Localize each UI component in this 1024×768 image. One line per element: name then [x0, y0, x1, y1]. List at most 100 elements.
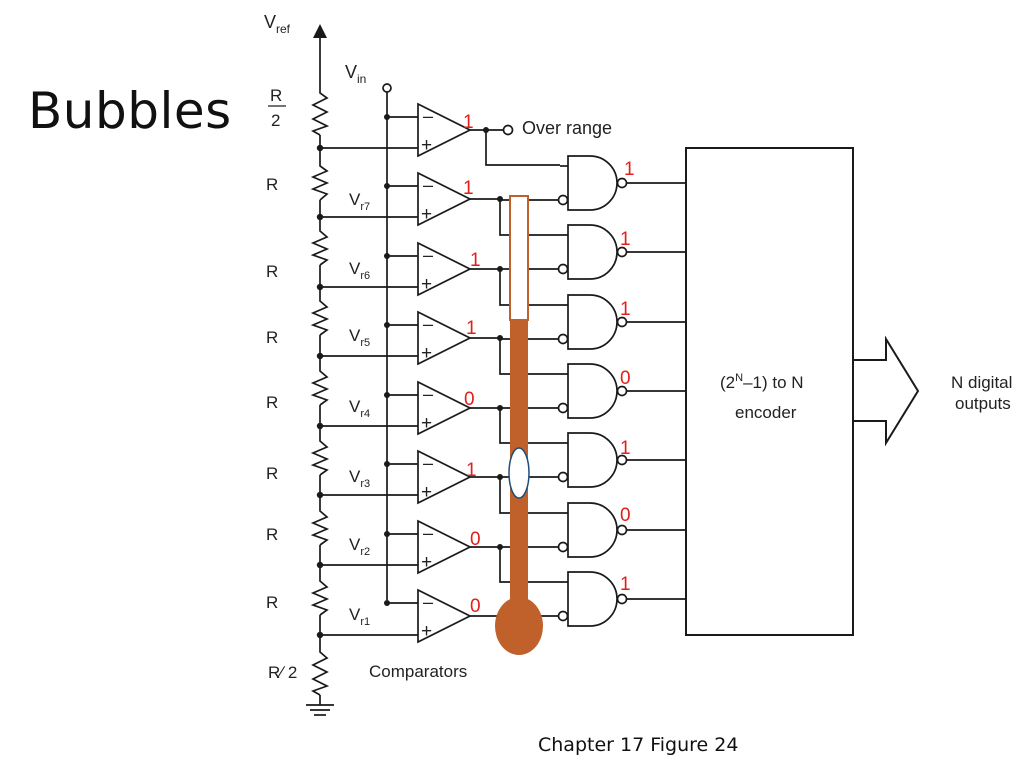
nand-gate-3 [499, 269, 686, 350]
vr-labels: Vr7 Vr6 Vr5 Vr4 Vr3 Vr2 Vr1 [349, 190, 370, 628]
svg-text:+: + [421, 621, 432, 642]
figure-caption: Chapter 17 Figure 24 [538, 734, 739, 756]
bubble-icon [508, 447, 530, 499]
vin-bus [382, 83, 392, 600]
r-half-bottom-label: R∕ 2 [268, 663, 297, 682]
svg-text:–: – [423, 175, 433, 195]
gate-output-bit: 1 [620, 229, 631, 250]
comparator-3: –+ [316, 449, 503, 505]
r-label-7: R [266, 175, 278, 194]
r-label-6: R [266, 262, 278, 281]
over-range-to-gate-wire [485, 130, 560, 166]
comparator-output-bit: 0 [470, 596, 481, 617]
vr2-label: Vr2 [349, 535, 370, 558]
r-label-3: R [266, 464, 278, 483]
resistor-r3 [310, 435, 330, 476]
vr3-label: Vr3 [349, 467, 370, 490]
svg-text:+: + [421, 343, 432, 364]
vref-label: Vref [264, 12, 291, 36]
vr1-label: Vr1 [349, 605, 370, 628]
thermometer-tube-empty [509, 195, 529, 321]
encoder: (2N–1) to N encoder [685, 147, 854, 636]
output-arrow-icon [852, 335, 920, 447]
gate-output-bit: 0 [620, 505, 631, 526]
thermometer-overlay [495, 195, 543, 655]
gate-output-bit: 1 [620, 299, 631, 320]
svg-text:–: – [423, 384, 433, 404]
vr6-label: Vr6 [349, 259, 370, 282]
comparator-over-range: –+ [316, 102, 472, 158]
resistor-r5 [310, 295, 330, 336]
resistor-labels: R 2 R R R R R R R R∕ 2 [266, 86, 297, 682]
r-half-num-label: R [270, 86, 282, 105]
bit-annotations: 1 1 1 1 0 1 0 0 1 1 1 0 1 0 1 [463, 112, 635, 617]
r-label-2: R [266, 525, 278, 544]
ground-icon [306, 704, 334, 716]
comparator-6: –+ [316, 241, 503, 297]
gate-output-bit: 0 [620, 368, 631, 389]
svg-text:–: – [423, 314, 433, 334]
vin-terminal-icon [382, 83, 392, 93]
resistor-r2 [310, 505, 330, 546]
encoder-box [685, 147, 854, 636]
nand-gate-array [485, 130, 686, 627]
svg-text:+: + [421, 552, 432, 573]
comparators-label: Comparators [369, 662, 467, 681]
resistor-r4 [310, 365, 330, 406]
comparator-array: –+–+–+–+–+–+–+–+ [316, 102, 503, 644]
comparator-output-bit: 1 [466, 460, 477, 481]
comparator-output-bit: 1 [470, 250, 481, 271]
nand-gate-4 [499, 338, 686, 419]
resistor-r-half-bottom [310, 645, 330, 696]
resistor-r-half-top [310, 85, 330, 136]
vr7-label: Vr7 [349, 190, 370, 213]
r-label-5: R [266, 328, 278, 347]
comparator-output-bit: 1 [463, 112, 474, 133]
vr5-label: Vr5 [349, 326, 370, 349]
over-range-output: Over range [470, 118, 612, 138]
svg-text:–: – [423, 106, 433, 126]
vin-label: Vin [345, 62, 366, 86]
comparator-2: –+ [316, 519, 503, 575]
outputs-label-line2: outputs [955, 394, 1011, 413]
comparator-output-bit: 1 [466, 318, 477, 339]
vref-rail [313, 24, 327, 705]
comparator-output-bit: 0 [470, 529, 481, 550]
gate-output-bit: 1 [624, 159, 635, 180]
nand-gate-2 [499, 199, 686, 280]
gate-output-bit: 1 [620, 574, 631, 595]
svg-text:–: – [423, 592, 433, 612]
svg-text:+: + [421, 204, 432, 225]
gate-output-bit: 1 [620, 438, 631, 459]
resistor-ladder [310, 85, 330, 696]
comparator-output-bit: 1 [463, 178, 474, 199]
svg-text:–: – [423, 523, 433, 543]
svg-text:–: – [423, 245, 433, 265]
nand-gate-6 [499, 477, 686, 558]
encoder-label-line1: (2N–1) to N [720, 372, 804, 392]
encoder-label-line2: encoder [735, 403, 797, 422]
svg-text:+: + [421, 274, 432, 295]
svg-text:–: – [423, 453, 433, 473]
nand-gate-7 [499, 547, 686, 627]
r-label-4: R [266, 393, 278, 412]
over-range-terminal-icon [502, 124, 514, 136]
svg-text:+: + [421, 482, 432, 503]
comparator-1: –+ [316, 588, 503, 644]
r-label-1: R [266, 593, 278, 612]
vr4-label: Vr4 [349, 397, 370, 420]
resistor-r1 [310, 575, 330, 616]
nand-gate-5 [499, 408, 686, 488]
r-half-den-label: 2 [271, 111, 280, 130]
slide-title: Bubbles [28, 82, 232, 140]
thermometer-bulb [495, 597, 543, 655]
comparator-output-bit: 0 [464, 389, 475, 410]
over-range-label: Over range [522, 118, 612, 138]
comparator-5: –+ [316, 310, 503, 366]
resistor-r6 [310, 225, 330, 266]
svg-text:+: + [421, 413, 432, 434]
vref-arrow-icon [313, 24, 327, 38]
comparator-7: –+ [316, 171, 503, 227]
svg-text:+: + [421, 135, 432, 156]
